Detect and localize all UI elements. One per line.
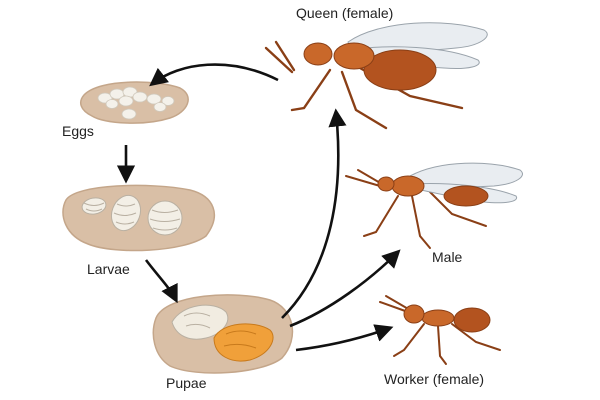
label-queen: Queen (female) [296,5,393,21]
arrow-larvae-to-pupae [144,259,178,304]
worker-ant-icon: Worker (female) [379,295,501,387]
label-male: Male [432,249,463,265]
label-worker: Worker (female) [384,371,484,387]
arrow-pupae-to-male [289,249,401,328]
cycle-arrows [116,63,401,352]
pupa-pale [171,304,229,340]
eggs-cluster [97,86,175,120]
larvae-stage: Larvae [62,184,216,277]
queen-ant-icon: Queen (female) [264,5,488,130]
label-larvae: Larvae [87,261,130,277]
arrow-queen-to-eggs [149,63,279,87]
pupae-stage: Pupae [152,294,294,391]
eggs-stage: Eggs [62,81,189,139]
arrow-pupae-to-worker [295,324,394,352]
pupa-orange [213,323,274,362]
larvae-group [81,194,183,236]
label-pupae: Pupae [166,375,207,391]
male-ant-icon: Male [345,162,523,265]
label-eggs: Eggs [62,123,94,139]
eggs-dish [79,81,189,124]
arrow-pupae-to-queen [281,108,347,319]
